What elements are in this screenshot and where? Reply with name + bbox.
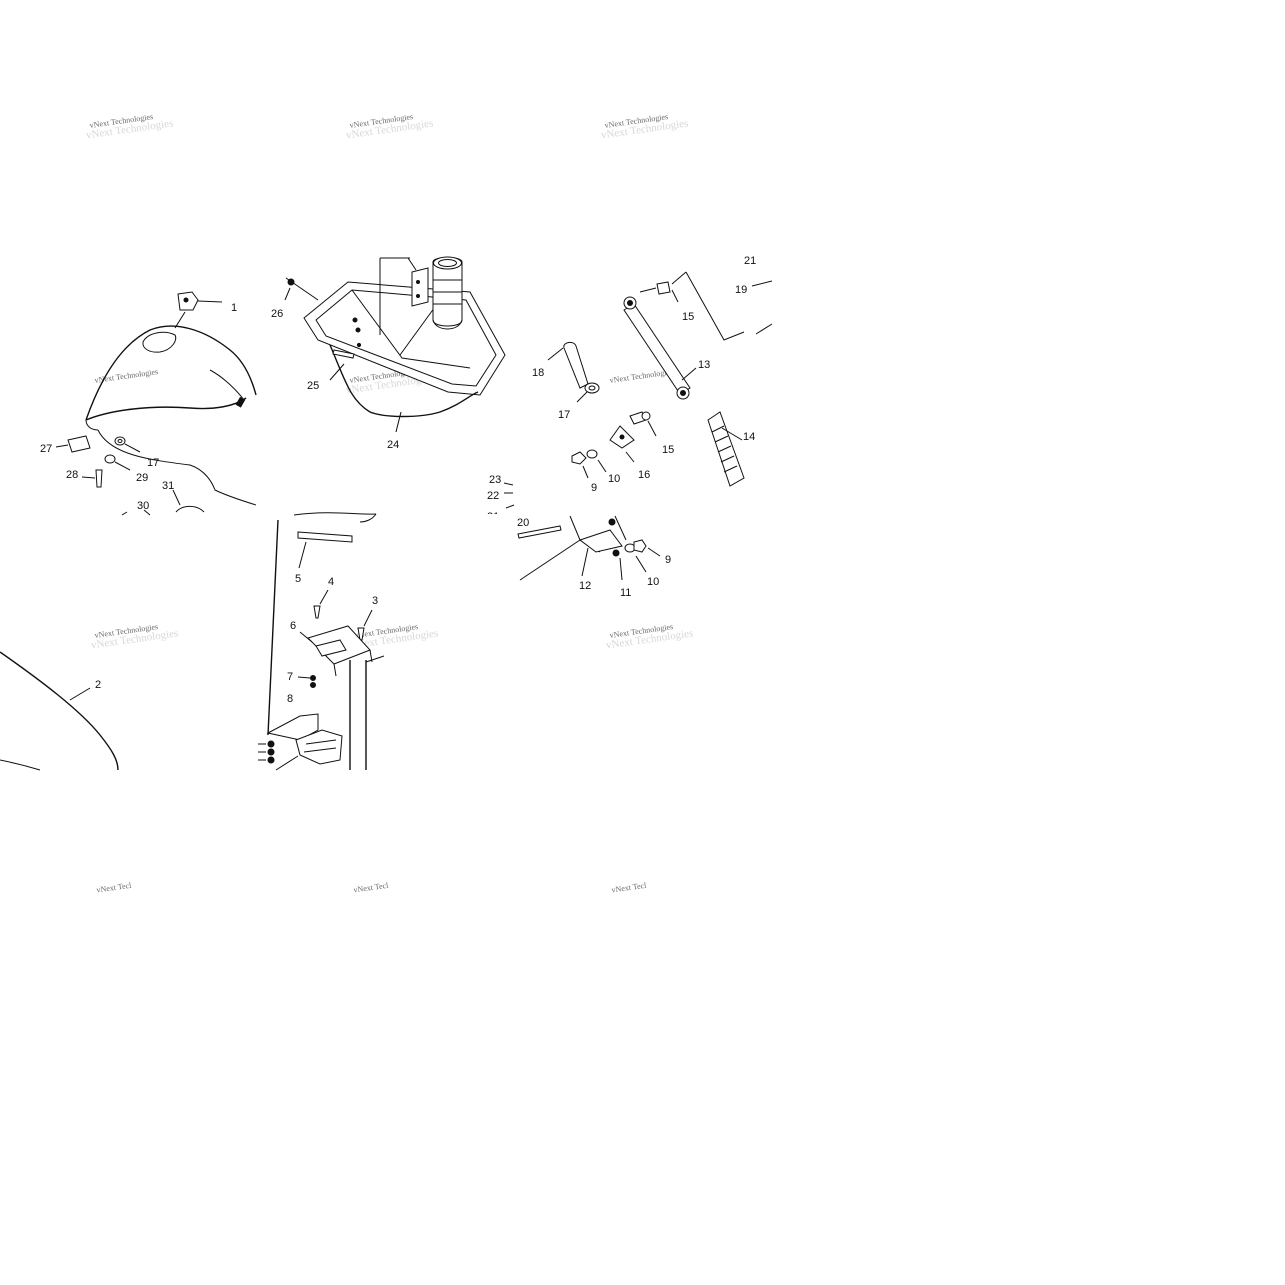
steering-assembly — [503, 271, 773, 581]
part-label-27: 27 — [40, 443, 52, 455]
part-label-8: 8 — [287, 693, 293, 705]
part-label-22: 22 — [487, 490, 499, 502]
watermark-partial-text: vNext Tecl — [611, 881, 648, 895]
part-label-23: 23 — [489, 474, 501, 486]
side-panel — [0, 651, 119, 771]
watermark-partial-text: vNext Tecl — [353, 881, 390, 895]
part-label-9: 9 — [591, 482, 597, 494]
part-label-25: 25 — [307, 380, 319, 392]
part-label-16: 16 — [638, 469, 650, 481]
part-label-20: 20 — [517, 517, 529, 529]
part-label-17: 17 — [147, 457, 159, 469]
part-label-10-lower: 10 — [647, 576, 659, 588]
part-labels: 1 2 3 4 5 6 7 8 9 9 10 10 11 12 13 14 15… — [40, 255, 756, 705]
hood-assembly — [55, 291, 257, 516]
part-label-3: 3 — [372, 595, 378, 607]
part-label-14: 14 — [743, 431, 755, 443]
part-label-12: 12 — [579, 580, 591, 592]
part-label-6: 6 — [290, 620, 296, 632]
part-label-10: 10 — [608, 473, 620, 485]
part-label-9-lower: 9 — [665, 554, 671, 566]
part-label-15: 15 — [682, 311, 694, 323]
crop-mask — [484, 514, 508, 526]
part-label-4: 4 — [328, 576, 334, 588]
part-label-21: 21 — [744, 255, 756, 267]
part-label-17-right: 17 — [558, 409, 570, 421]
part-label-31: 31 — [162, 480, 174, 492]
part-label-19: 19 — [735, 284, 747, 296]
part-label-13: 13 — [698, 359, 710, 371]
watermarks: vNext Technologies vNext Technologies vN… — [85, 112, 694, 895]
part-label-7: 7 — [287, 671, 293, 683]
part-label-29: 29 — [136, 472, 148, 484]
part-label-28: 28 — [66, 469, 78, 481]
watermark-text: vNext Technologies — [94, 367, 159, 385]
part-label-5: 5 — [295, 573, 301, 585]
part-label-18: 18 — [532, 367, 544, 379]
storage-box — [284, 256, 506, 433]
part-label-26: 26 — [271, 308, 283, 320]
part-label-11: 11 — [620, 587, 631, 599]
part-label-1: 1 — [231, 302, 237, 314]
part-label-30: 30 — [137, 500, 149, 512]
frame-footrest — [258, 512, 385, 771]
part-label-15-middle: 15 — [662, 444, 674, 456]
watermark-partial-text: vNext Tecl — [96, 881, 133, 895]
part-label-24: 24 — [387, 439, 399, 451]
part-label-2: 2 — [95, 679, 101, 691]
